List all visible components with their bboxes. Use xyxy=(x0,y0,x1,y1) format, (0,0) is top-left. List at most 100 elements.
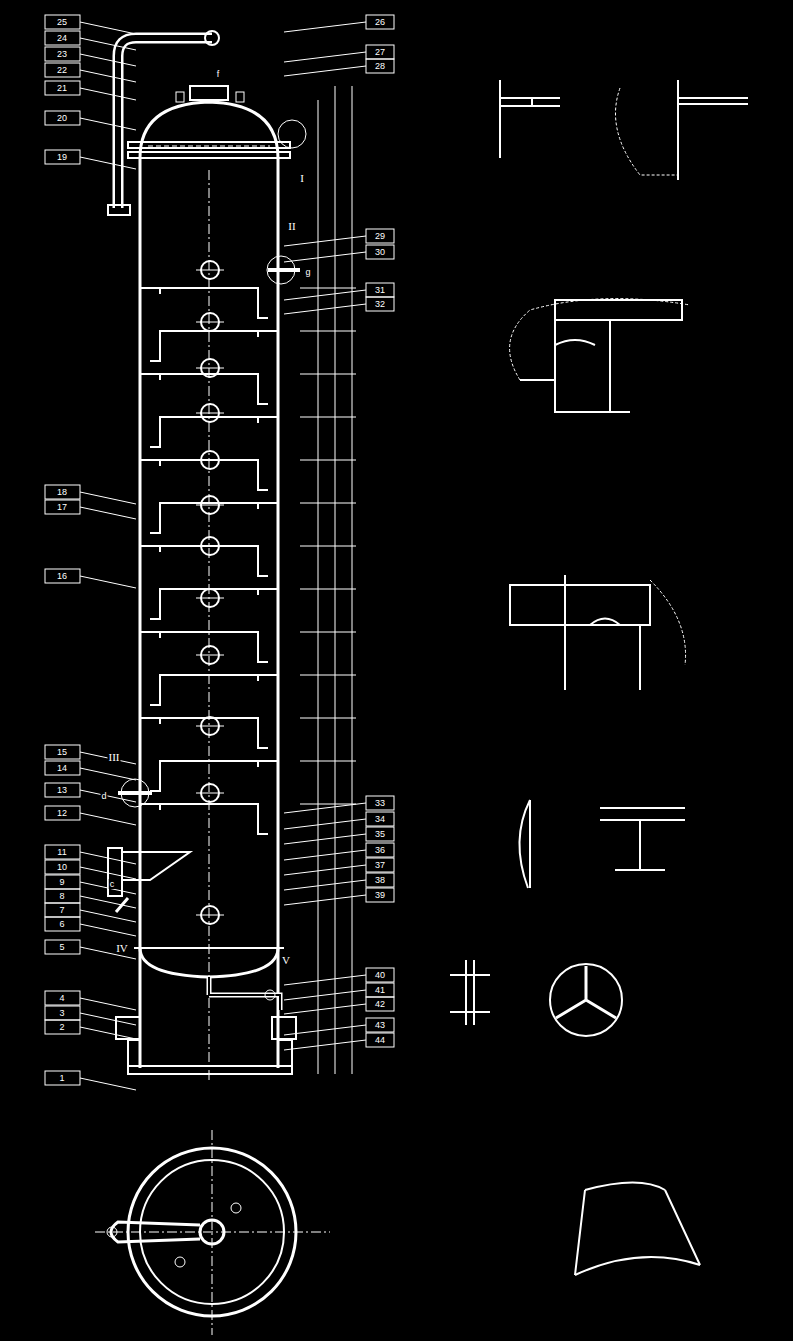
callout-box xyxy=(45,940,80,954)
centre-line xyxy=(196,655,224,656)
leader-line xyxy=(80,118,136,130)
leader-line xyxy=(80,813,136,825)
leader-line xyxy=(284,1004,366,1014)
callout-number: 15 xyxy=(56,747,68,757)
callout-box xyxy=(45,500,80,514)
detail-mark: V xyxy=(281,955,291,965)
callout-number: 36 xyxy=(374,845,386,855)
callout-number: 30 xyxy=(374,247,386,257)
leader-line xyxy=(80,38,136,50)
leader-line xyxy=(80,492,136,504)
callout-number: 19 xyxy=(56,152,68,162)
detail-mark: III xyxy=(108,752,121,762)
callout-box xyxy=(45,1020,80,1034)
leader-line xyxy=(284,850,366,860)
callout-number: 4 xyxy=(58,993,65,1003)
callout-number: 3 xyxy=(58,1008,65,1018)
callout-box xyxy=(366,297,394,311)
centre-line xyxy=(196,322,224,323)
centre-line xyxy=(196,915,224,916)
callout-box xyxy=(366,245,394,259)
centre-line xyxy=(196,270,224,271)
callout-box xyxy=(366,229,394,243)
detail-mark: I xyxy=(299,173,305,183)
tray xyxy=(150,675,278,705)
callout-number: 32 xyxy=(374,299,386,309)
callout-number: 9 xyxy=(58,877,65,887)
tray xyxy=(140,718,268,748)
dimension-tick xyxy=(300,589,356,590)
leader-line xyxy=(284,1025,366,1035)
leader-line xyxy=(284,990,366,1000)
callout-number: 14 xyxy=(56,763,68,773)
dimension-tick xyxy=(300,374,356,375)
centre-line xyxy=(196,460,224,461)
callout-box xyxy=(366,888,394,902)
callout-number: 12 xyxy=(56,808,68,818)
leader-line xyxy=(284,236,366,246)
callout-box xyxy=(45,991,80,1005)
callout-number: 41 xyxy=(374,985,386,995)
callout-box xyxy=(45,761,80,775)
callout-number: 18 xyxy=(56,487,68,497)
tray xyxy=(150,503,278,533)
leader-line xyxy=(284,290,366,300)
callout-number: 42 xyxy=(374,999,386,1009)
callout-number: 29 xyxy=(374,231,386,241)
callout-number: 7 xyxy=(58,905,65,915)
callout-box xyxy=(45,875,80,889)
leader-line xyxy=(80,924,136,936)
callout-box xyxy=(45,745,80,759)
centre-line xyxy=(196,413,224,414)
dimension-tick xyxy=(300,804,356,805)
callout-box xyxy=(45,15,80,29)
callout-box xyxy=(45,783,80,797)
dimension-tick xyxy=(300,632,356,633)
leader-line xyxy=(80,752,136,764)
callout-number: 6 xyxy=(58,919,65,929)
callout-number: 35 xyxy=(374,829,386,839)
dimension-tick xyxy=(300,503,356,504)
callout-number: 25 xyxy=(56,17,68,27)
centre-line xyxy=(196,546,224,547)
leader-line xyxy=(284,252,366,262)
callout-box xyxy=(366,968,394,982)
leader-line xyxy=(80,790,136,802)
callout-box xyxy=(45,569,80,583)
callout-box xyxy=(45,1071,80,1085)
leader-line xyxy=(284,819,366,829)
callout-box xyxy=(45,860,80,874)
callout-box xyxy=(366,1018,394,1032)
leader-line xyxy=(284,895,366,905)
callout-box xyxy=(366,983,394,997)
leader-line xyxy=(80,70,136,82)
callout-box xyxy=(366,796,394,810)
leader-line xyxy=(80,852,136,864)
dimension-tick xyxy=(300,288,356,289)
leader-line xyxy=(80,576,136,588)
leader-line xyxy=(284,1040,366,1050)
leader-line xyxy=(80,22,136,34)
tray xyxy=(140,804,268,834)
leader-line xyxy=(284,803,366,813)
leader-line xyxy=(284,66,366,76)
dimension-tick xyxy=(300,331,356,332)
callout-number: 1 xyxy=(58,1073,65,1083)
callout-box xyxy=(45,47,80,61)
callout-number: 10 xyxy=(56,862,68,872)
callout-number: 34 xyxy=(374,814,386,824)
dimension-tick xyxy=(300,718,356,719)
nozzle-letter: g xyxy=(304,267,311,277)
callout-number: 13 xyxy=(56,785,68,795)
callout-box xyxy=(45,111,80,125)
tray xyxy=(140,460,268,490)
centre-line xyxy=(196,793,224,794)
callout-box xyxy=(45,63,80,77)
leader-line xyxy=(80,507,136,519)
callout-number: 43 xyxy=(374,1020,386,1030)
leader-line xyxy=(284,865,366,875)
nozzle-letter: f xyxy=(216,69,221,79)
callout-number: 40 xyxy=(374,970,386,980)
callout-box xyxy=(366,997,394,1011)
callout-box xyxy=(366,1033,394,1047)
